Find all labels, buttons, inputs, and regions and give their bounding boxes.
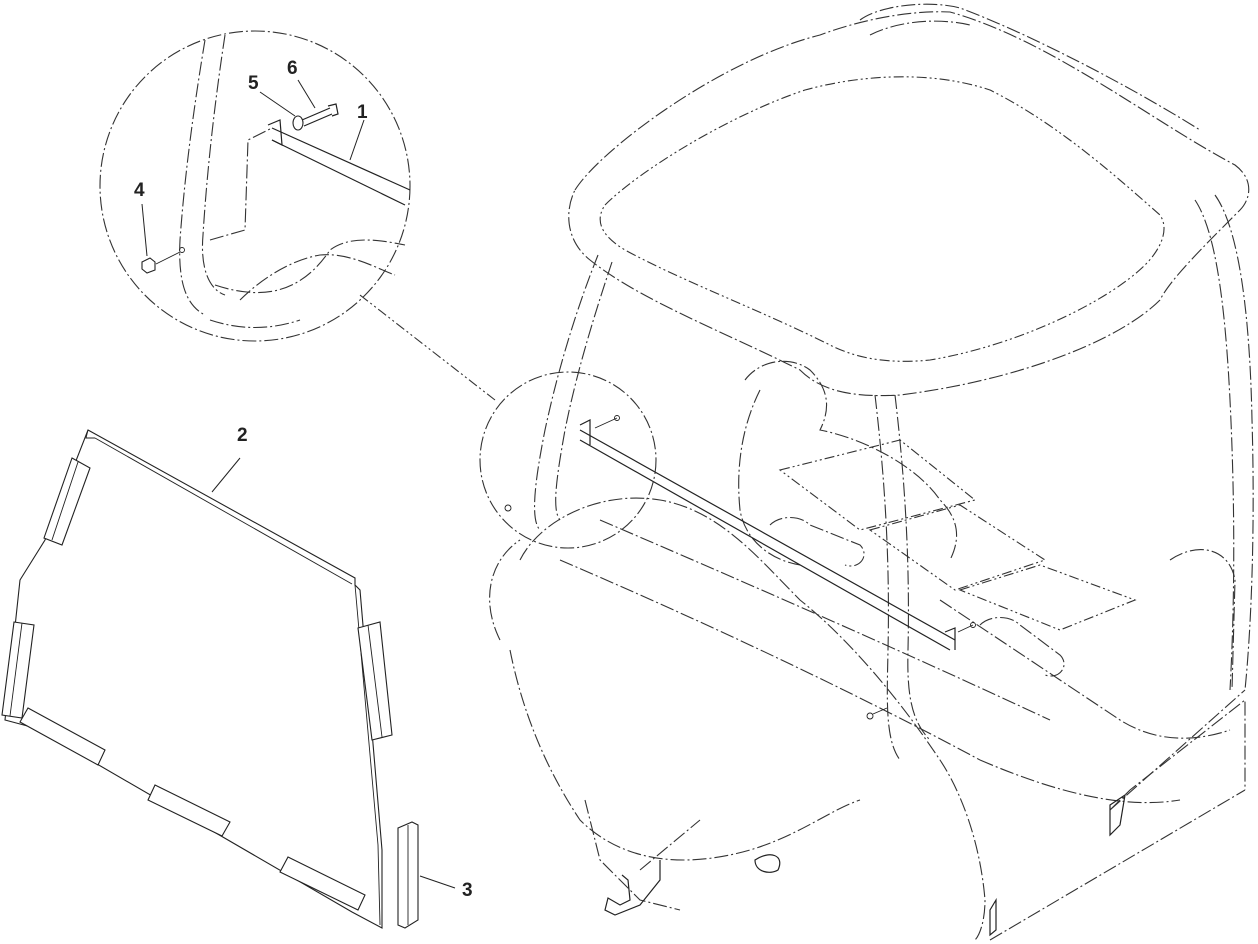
callout-2: 2 (237, 425, 248, 446)
machine-frame-phantom (489, 3, 1254, 941)
detail-reference-circle (359, 294, 657, 549)
callout-leaders (141, 79, 456, 889)
detail-enlarged-view (99, 30, 411, 342)
callout-4: 4 (134, 180, 145, 201)
channel-strip-part (397, 821, 419, 929)
side-panel-part (1, 429, 393, 929)
callout-5: 5 (248, 73, 259, 94)
callout-6: 6 (287, 58, 298, 79)
callout-3: 3 (462, 880, 473, 901)
installed-hardware (504, 415, 1126, 937)
callout-1: 1 (357, 102, 368, 123)
